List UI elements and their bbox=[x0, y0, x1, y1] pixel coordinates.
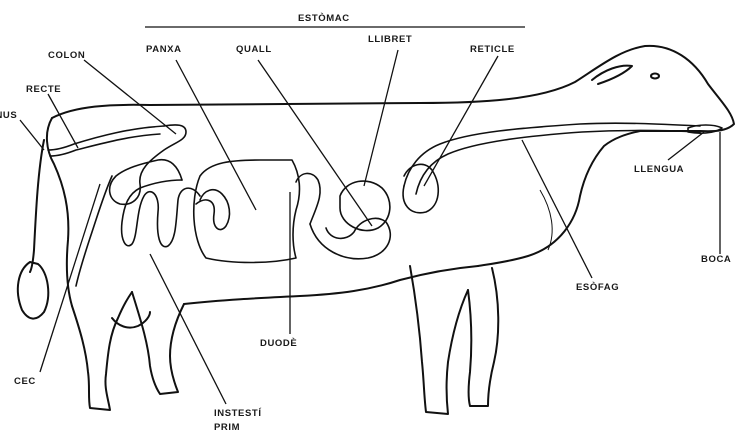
llengua-leader bbox=[668, 132, 704, 160]
labels: ESTÒMAC PANXA QUALL LLIBRET RETICLE COLO… bbox=[0, 12, 731, 433]
quall-leader bbox=[258, 60, 372, 226]
label-quall: QUALL bbox=[236, 44, 272, 55]
label-cec: CEC bbox=[14, 376, 36, 387]
llibret-leader bbox=[364, 50, 398, 186]
digestive-tract bbox=[48, 123, 722, 286]
rumen-shape bbox=[194, 160, 300, 263]
cow-tail bbox=[30, 140, 44, 272]
cow-tail-tuft bbox=[18, 262, 48, 319]
small-intestine-coils bbox=[122, 180, 200, 247]
reticle-leader bbox=[424, 56, 498, 186]
cow-belly bbox=[184, 266, 478, 304]
label-boca: BOCA bbox=[701, 254, 731, 265]
label-intesti-line1: INSTESTÍ bbox=[214, 408, 262, 419]
rectum-path bbox=[48, 126, 164, 150]
label-intesti-line2: PRIM bbox=[214, 422, 240, 433]
label-llengua: LLENGUA bbox=[634, 164, 684, 175]
label-colon: COLON bbox=[48, 50, 85, 61]
label-panxa: PANXA bbox=[146, 44, 182, 55]
label-esofag: ESÒFAG bbox=[576, 281, 619, 293]
label-duode: DUODÈ bbox=[260, 338, 297, 349]
colon-leader bbox=[84, 60, 176, 134]
leader-lines bbox=[20, 27, 720, 404]
cow-ear bbox=[592, 66, 632, 84]
cow-back-and-head bbox=[52, 46, 734, 131]
omasum-shape bbox=[340, 181, 390, 231]
cow-outline bbox=[18, 46, 734, 414]
rectum-path-inner bbox=[50, 134, 160, 156]
small-intestine-cluster bbox=[196, 190, 229, 230]
label-recte: RECTE bbox=[26, 84, 61, 95]
cecum-path bbox=[76, 176, 112, 286]
esophagus-path-lower bbox=[416, 131, 700, 195]
cow-hind-leg-near bbox=[72, 292, 132, 410]
anus-leader bbox=[20, 120, 44, 150]
label-anus: ANUS bbox=[0, 110, 17, 121]
cow-front-leg-near bbox=[410, 266, 468, 414]
esofag-leader bbox=[522, 140, 592, 278]
cec-leader bbox=[40, 184, 100, 372]
cow-front-leg-far bbox=[468, 268, 498, 406]
cow-hind-leg-far bbox=[132, 292, 184, 394]
label-estomac: ESTÒMAC bbox=[298, 12, 350, 24]
recte-leader bbox=[48, 94, 78, 148]
cow-eye bbox=[651, 74, 659, 79]
label-reticle: RETICLE bbox=[470, 44, 515, 55]
intesti-leader bbox=[150, 254, 226, 404]
label-llibret: LLIBRET bbox=[368, 34, 412, 45]
cow-throat bbox=[478, 131, 640, 266]
cow-chest-line bbox=[540, 190, 552, 250]
